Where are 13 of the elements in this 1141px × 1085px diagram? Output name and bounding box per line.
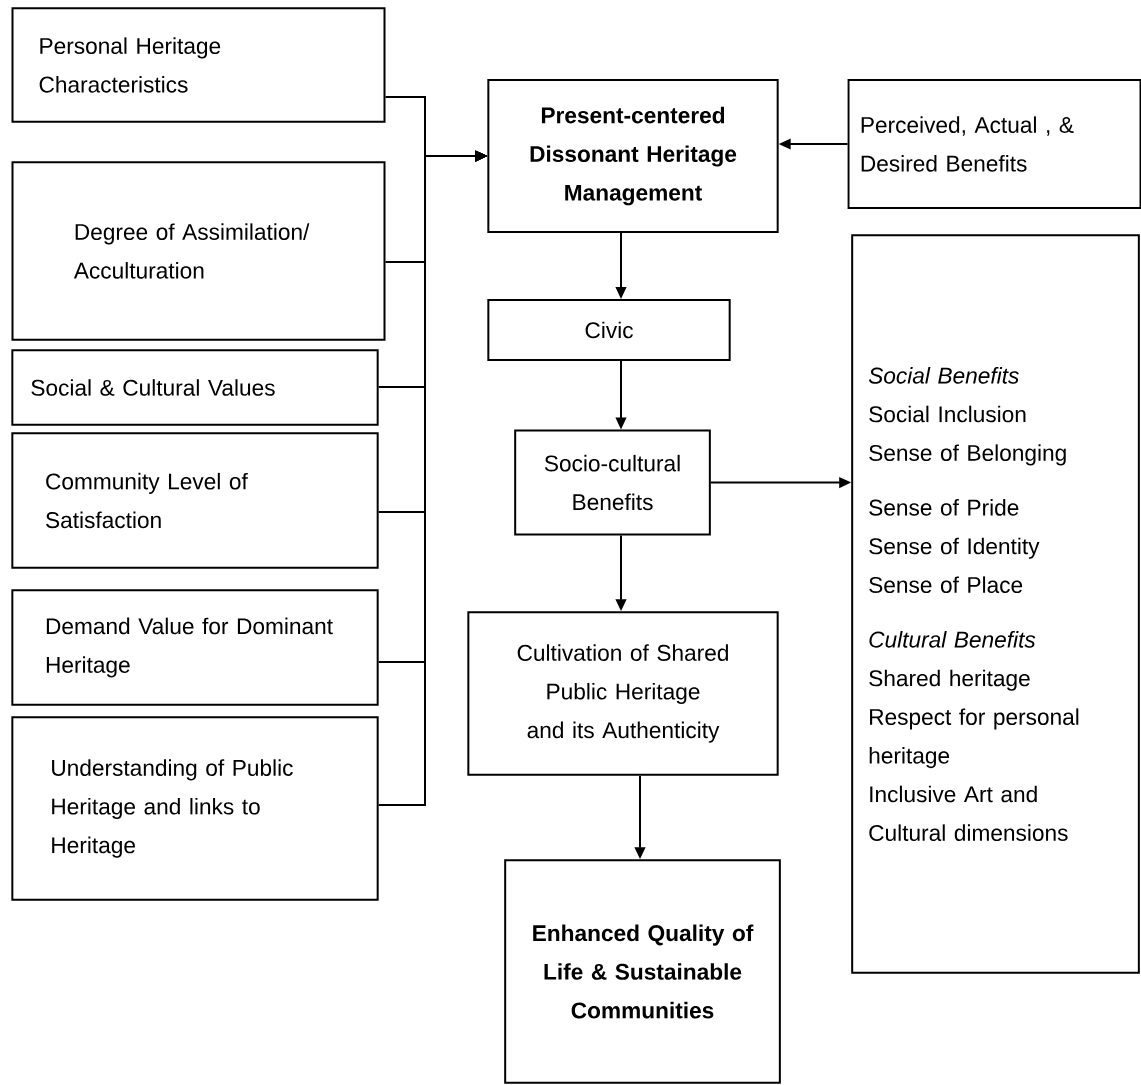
outcome-box: Enhanced Quality of Life & Sustainable Communities [504, 859, 781, 1084]
factor-box: Degree of Assimilation/ Acculturation [11, 161, 386, 341]
factor-box: Personal Heritage Characteristics [11, 7, 386, 123]
factor-box: Understanding of Public Heritage and links to Heritage [11, 716, 379, 901]
process-box: Civic [487, 299, 731, 361]
benefits-box: Social Benefits Social Inclusion Sense of Belonging Sense of Pride Sense of Identity Sense of Place Cultural Benefits Shared heritage Respect for personal heritage Inclusive Art and Cultural dimensions [851, 234, 1140, 974]
process-box: Present-centered Dissonant Heritage Management [487, 79, 779, 233]
process-box: Socio-cultural Benefits [514, 429, 711, 536]
factor-box: Community Level of Satisfaction [11, 432, 379, 569]
factor-box: Demand Value for Dominant Heritage [11, 589, 379, 706]
factor-box: Social & Cultural Values [11, 349, 379, 426]
process-box: Cultivation of Shared Public Heritage and its Authenticity [467, 611, 779, 776]
input-box: Perceived, Actual , & Desired Benefits [847, 79, 1141, 209]
